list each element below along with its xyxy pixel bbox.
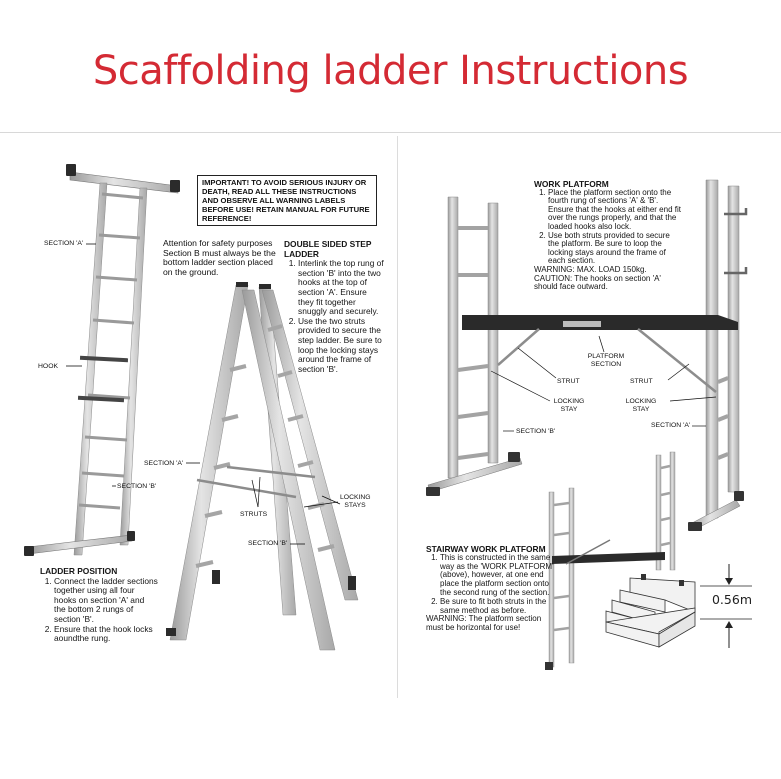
label-strut-right: STRUT bbox=[630, 378, 653, 385]
stairway-step-1: This is constructed in the same way as t… bbox=[440, 553, 554, 598]
double-sided-heading: DOUBLE SIDED STEP LADDER bbox=[284, 239, 372, 259]
ladder-position-instructions: LADDER POSITION Connect the ladder secti… bbox=[40, 566, 158, 644]
ladder-position-illustration bbox=[24, 164, 180, 556]
double-sided-instructions: DOUBLE SIDED STEP LADDER Interlink the t… bbox=[284, 239, 384, 375]
label-ladder-section-a: SECTION 'A' bbox=[44, 240, 84, 247]
label-ladder-section-b: SECTION 'B' bbox=[117, 483, 157, 490]
attention-note: Attention for safety purposes Section B … bbox=[163, 238, 276, 277]
stairway-step-2: Be sure to fit both struts in the same m… bbox=[440, 597, 554, 616]
ladder-position-heading: LADDER POSITION bbox=[40, 566, 118, 576]
stairway-heading: STAIRWAY WORK PLATFORM bbox=[426, 544, 546, 554]
work-platform-illustration bbox=[426, 179, 748, 531]
label-platform-section-b: SECTION 'B' bbox=[516, 428, 556, 435]
label-step-section-b: SECTION 'B' bbox=[248, 540, 288, 547]
double-sided-step-1: Interlink the top rung of section 'B' in… bbox=[298, 258, 384, 317]
double-sided-step-2: Use the two struts provided to secure th… bbox=[298, 316, 384, 375]
work-platform-heading: WORK PLATFORM bbox=[534, 179, 609, 189]
label-platform-section-a: SECTION 'A' bbox=[651, 422, 691, 429]
ladder-position-step-1: Connect the ladder sections together usi… bbox=[54, 576, 158, 625]
ladder-position-step-2: Ensure that the hook locks aoundthe rung… bbox=[54, 624, 158, 644]
step-ladder-illustration bbox=[166, 282, 359, 651]
work-platform-step-2: Use both struts provided to secure the p… bbox=[548, 231, 682, 266]
stairway-warning: WARNING: The platform section must be ho… bbox=[426, 614, 542, 633]
work-platform-instructions: WORK PLATFORM Place the platform section… bbox=[534, 180, 682, 292]
safety-warning-box: IMPORTANT! TO AVOID SERIOUS INJURY OR DE… bbox=[197, 175, 377, 226]
label-hook: HOOK bbox=[38, 363, 59, 370]
title-divider bbox=[0, 132, 781, 133]
column-divider bbox=[397, 136, 398, 698]
label-strut-left: STRUT bbox=[557, 378, 580, 385]
label-locking-stay-right: LOCKING STAY bbox=[625, 398, 657, 413]
stairway-instructions: STAIRWAY WORK PLATFORM This is construct… bbox=[426, 545, 554, 633]
stairway-platform-illustration bbox=[545, 451, 752, 670]
page-title: Scaffolding ladder Instructions bbox=[92, 48, 689, 94]
step-height-dimension: 0.56m bbox=[711, 592, 752, 607]
work-platform-step-1: Place the platform section onto the four… bbox=[548, 188, 682, 232]
label-locking-stays: LOCKING STAYS bbox=[340, 494, 371, 509]
work-platform-warning: WARNING: MAX. LOAD 150kg. bbox=[534, 264, 647, 274]
work-platform-caution: CAUTION: The hooks on section 'A' should… bbox=[534, 273, 661, 292]
label-locking-stay-left: LOCKING STAY bbox=[553, 398, 585, 413]
label-step-section-a: SECTION 'A' bbox=[144, 460, 184, 467]
label-struts: STRUTS bbox=[240, 511, 268, 518]
label-platform-section: PLATFORM SECTION bbox=[587, 353, 625, 368]
